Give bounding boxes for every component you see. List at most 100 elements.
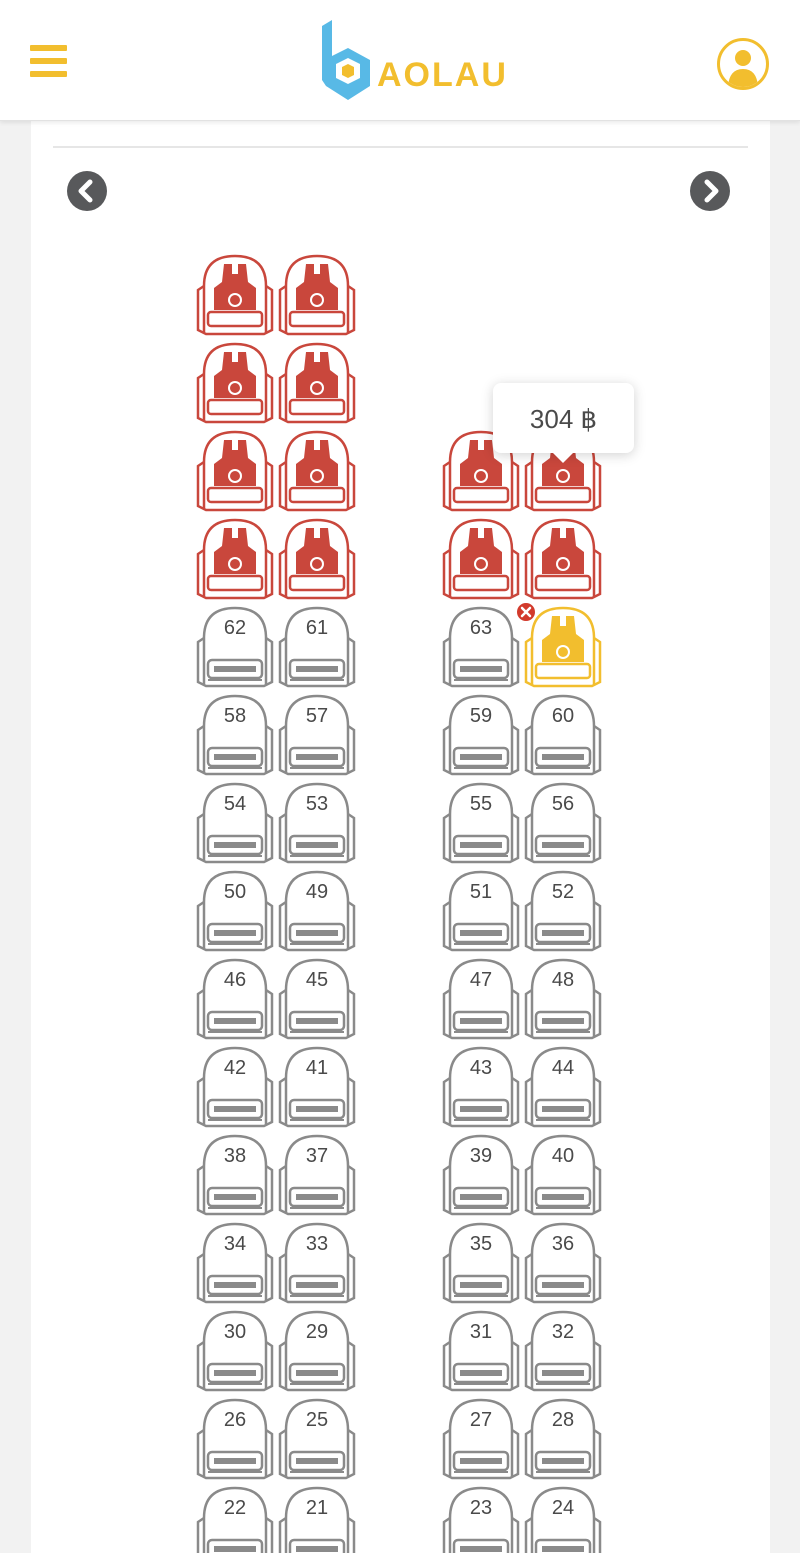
booked-seat [194, 340, 276, 426]
seat-49[interactable]: 49 [276, 868, 358, 954]
hamburger-menu-icon[interactable] [30, 45, 68, 81]
seat-62[interactable]: 62 [194, 604, 276, 690]
seat-number: 43 [469, 1057, 493, 1079]
top-app-bar: AOLAU [0, 0, 800, 121]
seat-33[interactable]: 33 [276, 1220, 358, 1306]
remove-seat-icon[interactable] [515, 601, 537, 623]
chevron-left-icon [78, 179, 93, 203]
booked-seat [522, 516, 604, 602]
seat-number: 63 [469, 617, 493, 639]
seat-55[interactable]: 55 [440, 780, 522, 866]
seat-25[interactable]: 25 [276, 1396, 358, 1482]
seat-number: 22 [223, 1497, 247, 1519]
seat-26[interactable]: 26 [194, 1396, 276, 1482]
seat-number: 54 [223, 793, 247, 815]
seat-59[interactable]: 59 [440, 692, 522, 778]
seat-41[interactable]: 41 [276, 1044, 358, 1130]
seat-number: 48 [551, 969, 575, 991]
next-coach-button[interactable] [690, 171, 730, 211]
seat-21[interactable]: 21 [276, 1484, 358, 1553]
seat-28[interactable]: 28 [522, 1396, 604, 1482]
booked-seat [276, 340, 358, 426]
seat-number: 24 [551, 1497, 575, 1519]
seat-36[interactable]: 36 [522, 1220, 604, 1306]
seat-number: 52 [551, 881, 575, 903]
seat-number: 28 [551, 1409, 575, 1431]
seat-63[interactable]: 63 [440, 604, 522, 690]
seat-58[interactable]: 58 [194, 692, 276, 778]
seat-38[interactable]: 38 [194, 1132, 276, 1218]
seat-number: 21 [305, 1497, 329, 1519]
price-tooltip: 304 ฿ [493, 383, 634, 463]
selected-seat[interactable] [515, 601, 604, 690]
seat-57[interactable]: 57 [276, 692, 358, 778]
seat-number: 33 [305, 1233, 329, 1255]
seat-54[interactable]: 54 [194, 780, 276, 866]
seat-37[interactable]: 37 [276, 1132, 358, 1218]
seat-number: 62 [223, 617, 247, 639]
seat-29[interactable]: 29 [276, 1308, 358, 1394]
seat-number: 41 [305, 1057, 329, 1079]
seat-34[interactable]: 34 [194, 1220, 276, 1306]
seat-43[interactable]: 43 [440, 1044, 522, 1130]
seat-price: 304 ฿ [529, 404, 598, 434]
seat-number: 44 [551, 1057, 575, 1079]
seat-22[interactable]: 22 [194, 1484, 276, 1553]
seat-number: 35 [469, 1233, 493, 1255]
seat-60[interactable]: 60 [522, 692, 604, 778]
booked-seat [194, 252, 276, 338]
seat-number: 27 [469, 1409, 493, 1431]
seat-46[interactable]: 46 [194, 956, 276, 1042]
seat-27[interactable]: 27 [440, 1396, 522, 1482]
seat-map-panel [31, 121, 770, 1553]
seat-24[interactable]: 24 [522, 1484, 604, 1553]
seat-35[interactable]: 35 [440, 1220, 522, 1306]
seat-48[interactable]: 48 [522, 956, 604, 1042]
seat-40[interactable]: 40 [522, 1132, 604, 1218]
baolau-logo[interactable]: AOLAU [318, 20, 506, 104]
seat-23[interactable]: 23 [440, 1484, 522, 1553]
seat-number: 23 [469, 1497, 493, 1519]
seat-45[interactable]: 45 [276, 956, 358, 1042]
seat-32[interactable]: 32 [522, 1308, 604, 1394]
seat-52[interactable]: 52 [522, 868, 604, 954]
seat-number: 58 [223, 705, 247, 727]
seat-30[interactable]: 30 [194, 1308, 276, 1394]
brand-name: AOLAU [377, 56, 508, 94]
seat-number: 39 [469, 1145, 493, 1167]
user-avatar-icon[interactable] [717, 38, 769, 90]
seat-51[interactable]: 51 [440, 868, 522, 954]
seat-39[interactable]: 39 [440, 1132, 522, 1218]
seat-number: 42 [223, 1057, 247, 1079]
seat-number: 31 [469, 1321, 493, 1343]
booked-seat [276, 428, 358, 514]
seat-44[interactable]: 44 [522, 1044, 604, 1130]
booked-seat [276, 252, 358, 338]
booked-seat [194, 516, 276, 602]
seat-number: 30 [223, 1321, 247, 1343]
seat-number: 61 [305, 617, 329, 639]
seat-number: 51 [469, 881, 493, 903]
seat-42[interactable]: 42 [194, 1044, 276, 1130]
seat-number: 45 [305, 969, 329, 991]
seat-number: 38 [223, 1145, 247, 1167]
seat-50[interactable]: 50 [194, 868, 276, 954]
chevron-right-icon [704, 179, 719, 203]
seat-56[interactable]: 56 [522, 780, 604, 866]
seat-number: 50 [223, 881, 247, 903]
seat-number: 49 [305, 881, 329, 903]
seat-number: 57 [305, 705, 329, 727]
seat-47[interactable]: 47 [440, 956, 522, 1042]
seat-number: 34 [223, 1233, 247, 1255]
seat-number: 26 [223, 1409, 247, 1431]
seat-number: 46 [223, 969, 247, 991]
seat-number: 32 [551, 1321, 575, 1343]
booked-seat [194, 428, 276, 514]
seat-53[interactable]: 53 [276, 780, 358, 866]
divider [53, 146, 748, 148]
previous-coach-button[interactable] [67, 171, 107, 211]
seat-number: 55 [469, 793, 493, 815]
seat-61[interactable]: 61 [276, 604, 358, 690]
seat-31[interactable]: 31 [440, 1308, 522, 1394]
seat-number: 37 [305, 1145, 329, 1167]
